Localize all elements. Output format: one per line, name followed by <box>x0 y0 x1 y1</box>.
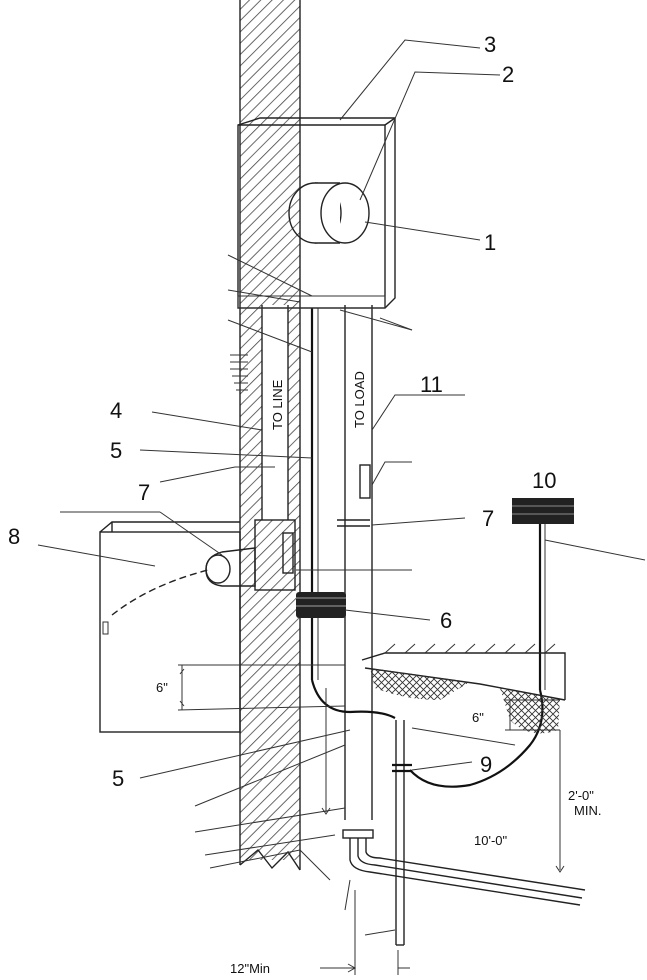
callout-4: 4 <box>110 398 122 423</box>
load-conduit <box>337 305 373 820</box>
dim-min: MIN. <box>574 803 601 818</box>
dim-2ft-min: 2'-0" <box>568 788 594 803</box>
callout-11: 11 <box>420 372 443 397</box>
callout-7-right: 7 <box>482 506 494 531</box>
callout-5-lower: 5 <box>112 766 124 791</box>
meter <box>288 182 370 244</box>
ground-surface <box>361 643 566 734</box>
wood-pole <box>239 0 301 871</box>
callout-5-upper: 5 <box>110 438 122 463</box>
pad-cabinet <box>99 521 241 733</box>
dim-10ft: 10'-0" <box>474 833 508 848</box>
callout-10: 10 <box>532 468 556 493</box>
callout-6: 6 <box>440 608 452 633</box>
dim-6-in-right: 6" <box>472 710 484 725</box>
to-line-label: TO LINE <box>270 379 285 430</box>
dim-12in-min: 12"Min <box>230 961 270 976</box>
callout-9: 9 <box>480 752 492 777</box>
to-load-label: TO LOAD <box>352 371 367 428</box>
leader-lines <box>37 39 646 936</box>
line-side-fitting <box>205 519 296 591</box>
callout-3: 3 <box>484 32 496 57</box>
ground-clamp <box>296 592 346 618</box>
callout-2: 2 <box>502 62 514 87</box>
callout-8: 8 <box>8 524 20 549</box>
dimension-marks <box>177 354 565 975</box>
callout-7-left: 7 <box>138 480 150 505</box>
buried-conduit <box>342 829 586 906</box>
callout-1: 1 <box>484 230 496 255</box>
ground-conductor <box>310 308 396 719</box>
driven-ground-rod <box>392 720 412 946</box>
dim-6-in-left: 6" <box>156 680 168 695</box>
